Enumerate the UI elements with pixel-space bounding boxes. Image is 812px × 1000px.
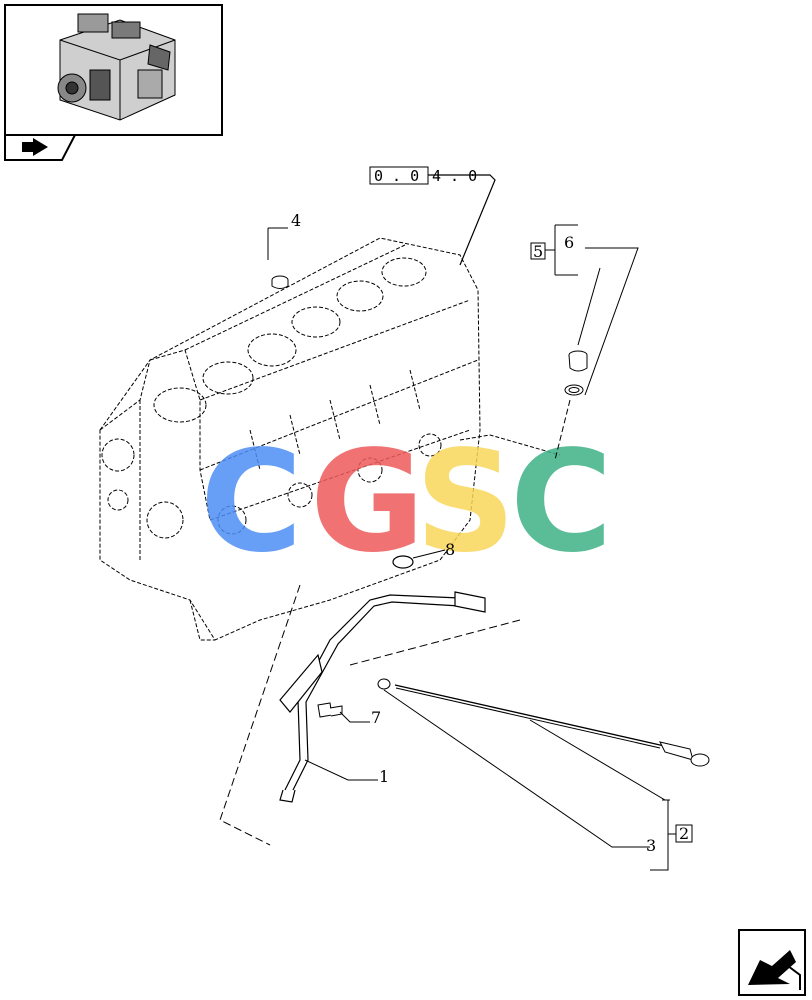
watermark: C G S C — [200, 421, 613, 584]
callout-4: 4 — [291, 211, 301, 230]
part-7-screw[interactable]: 7 — [317, 702, 381, 727]
reference-code-rest: 4 . 0 — [432, 167, 477, 185]
callout-6: 6 — [564, 233, 574, 252]
reference-code[interactable]: 0 . 0 4 . 0 — [369, 166, 496, 266]
callout-1: 1 — [379, 767, 389, 786]
callout-8: 8 — [445, 540, 455, 559]
part-6-filler-cap[interactable]: 5 6 — [530, 224, 639, 461]
part-4-plug[interactable]: 4 — [267, 211, 301, 289]
next-page-arrow-icon[interactable] — [738, 929, 806, 996]
part-8-o-ring[interactable]: 8 — [392, 540, 455, 569]
watermark-letter: C — [510, 421, 613, 584]
assembly-arrow-icon[interactable] — [4, 134, 77, 161]
callout-2: 2 — [679, 824, 689, 843]
watermark-letter: G — [310, 421, 425, 584]
part-1-dipstick-tube[interactable]: 1 — [219, 584, 521, 846]
watermark-letter: S — [415, 421, 516, 584]
callout-7: 7 — [371, 708, 381, 727]
engine-thumbnail-icon[interactable] — [4, 4, 223, 136]
reference-code-boxed: 0 . 0 — [374, 167, 419, 185]
callout-3: 3 — [646, 836, 656, 855]
part-3-dipstick[interactable]: 3 2 — [377, 678, 710, 871]
watermark-letter: C — [200, 421, 303, 584]
engine-block — [99, 237, 561, 641]
callout-5: 5 — [533, 242, 543, 261]
